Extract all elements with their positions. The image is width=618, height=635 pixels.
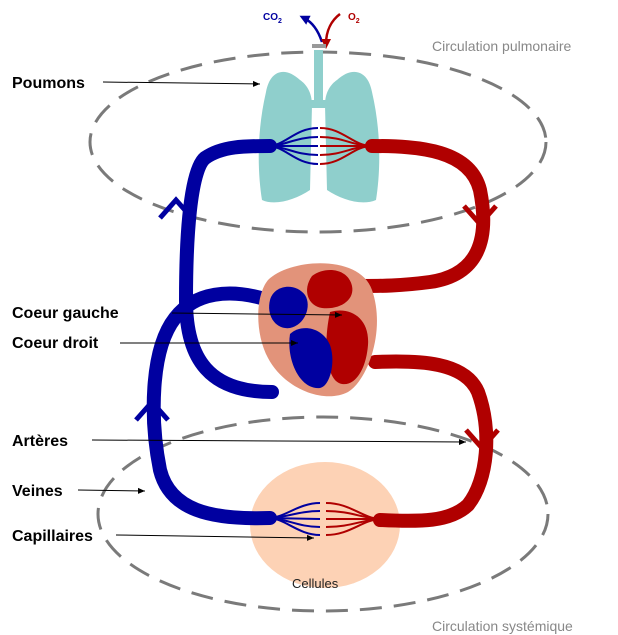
- gas-exchange-bar: [312, 44, 326, 48]
- trachea: [314, 50, 323, 100]
- systemic-circulation-label: Circulation systémique: [432, 618, 573, 634]
- co2-subscript: 2: [278, 18, 282, 25]
- o2-subscript: 2: [356, 18, 360, 25]
- co2-label: CO2: [263, 12, 282, 25]
- co2-arrow: [304, 18, 322, 42]
- veins-label: Veines: [12, 483, 63, 500]
- pulmonary-vein-vessel: [362, 146, 483, 286]
- lungs-label: Poumons: [12, 75, 85, 92]
- lungs-pointer: [103, 82, 260, 84]
- pulmonary-artery-vessel: [186, 146, 272, 392]
- left-heart-label: Coeur gauche: [12, 305, 119, 322]
- systemic-vein-vessel: [154, 294, 270, 519]
- arteries-pointer: [92, 440, 466, 442]
- arteries-label: Artères: [12, 433, 68, 450]
- capillaries-label: Capillaires: [12, 528, 93, 545]
- right-heart-label: Coeur droit: [12, 335, 99, 352]
- pulmonary-circulation-label: Circulation pulmonaire: [432, 38, 572, 54]
- lung-bronchus: [300, 100, 338, 108]
- lungs: [259, 50, 380, 202]
- o2-label: O2: [348, 12, 360, 25]
- left-lung: [325, 72, 379, 203]
- right-lung: [259, 72, 312, 203]
- co2-base: CO: [263, 12, 278, 23]
- heart: [258, 263, 377, 396]
- veins-pointer: [78, 490, 145, 491]
- cells-label: Cellules: [292, 576, 339, 591]
- o2-arrow: [326, 14, 340, 44]
